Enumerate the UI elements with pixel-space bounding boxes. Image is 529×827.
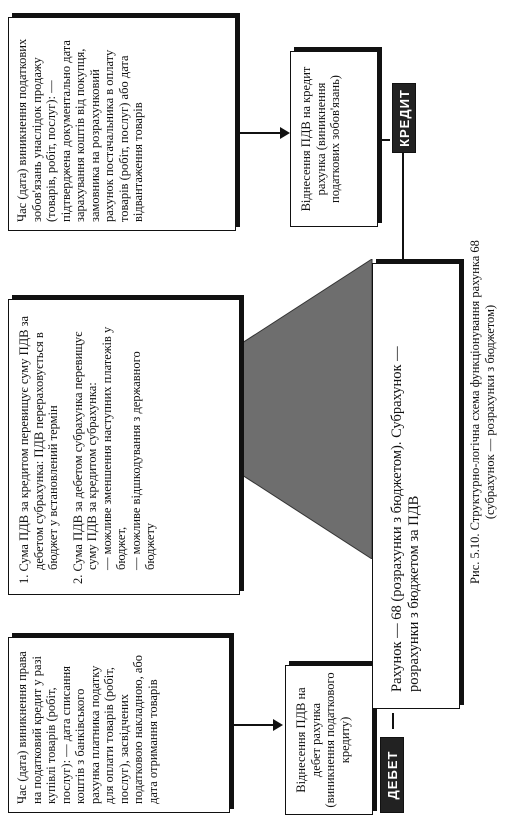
credit-entry-connector	[382, 139, 390, 141]
figure-caption: Рис. 5.10. Структурно-логічна схема функ…	[468, 27, 498, 797]
credit-tag: КРЕДИТ	[392, 83, 416, 153]
credit-detail-text: Час (дата) виникнення податкових зобов'я…	[15, 38, 145, 222]
outcome-item-2b: — можливе відшкодування з державного бюд…	[128, 351, 158, 570]
debit-detail-text: Час (дата) виникнення права на податкови…	[15, 651, 160, 804]
debit-detail-box: Час (дата) виникнення права на податкови…	[8, 637, 230, 813]
figure-caption-line-1: Рис. 5.10. Структурно-логічна схема функ…	[468, 240, 482, 584]
credit-entry-box: Віднесення ПДВ на кредит рахунка (виникн…	[290, 51, 378, 227]
credit-detail-box: Час (дата) виникнення податкових зобов'я…	[8, 17, 236, 231]
outcome-item-1: 1. Сума ПДВ за кредитом перевищує суму П…	[17, 315, 60, 584]
debit-entry-text: Віднесення ПДВ на дебет рахунка (виникне…	[294, 672, 352, 808]
credit-tag-line	[402, 153, 404, 261]
outcome-box: 1. Сума ПДВ за кредитом перевищує суму П…	[8, 299, 240, 595]
credit-connector-arrow	[280, 127, 290, 139]
debit-connector-arrow	[273, 719, 283, 731]
debit-tag-arrow-line	[392, 713, 394, 729]
outcome-item-2: 2. Сума ПДВ за дебетом субрахунка переви…	[70, 331, 100, 585]
debit-entry-box: Віднесення ПДВ на дебет рахунка (виникне…	[285, 665, 373, 815]
debit-tag: ДЕБЕТ	[380, 737, 404, 813]
account-center-text: Рахунок — 68 (розрахунки з бюджетом). Су…	[389, 346, 422, 692]
debit-tag-label: ДЕБЕТ	[384, 750, 400, 800]
figure-caption-line-2: (субрахунок — розрахунки з бюджетом)	[483, 304, 497, 520]
outcome-item-2a: — можливе зменшення наступних платежів у…	[99, 326, 129, 570]
account-center-box: Рахунок — 68 (розрахунки з бюджетом). Су…	[372, 263, 460, 709]
debit-connector-line	[233, 724, 273, 726]
credit-connector-line	[240, 132, 280, 134]
credit-tag-label: КРЕДИТ	[396, 89, 412, 147]
funnel-shape	[140, 259, 373, 559]
credit-entry-text: Віднесення ПДВ на кредит рахунка (виникн…	[299, 66, 342, 212]
